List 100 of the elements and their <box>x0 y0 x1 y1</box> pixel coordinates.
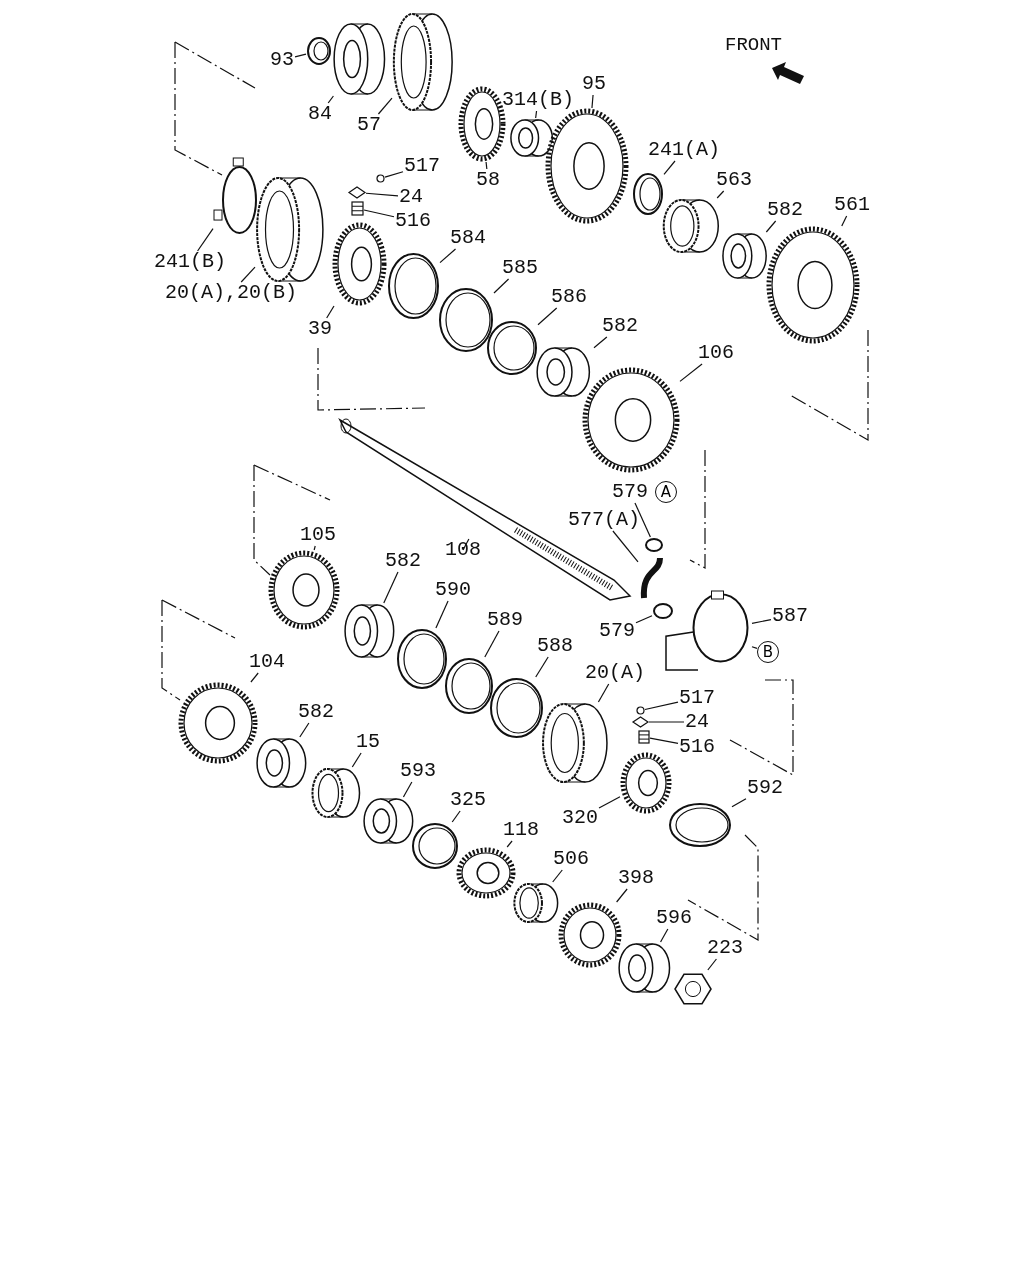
callout-number: 95 <box>581 73 607 95</box>
callout-number: 561 <box>833 194 871 216</box>
leader-line <box>707 958 717 971</box>
gear-drawing <box>766 226 860 344</box>
spring-drawing <box>351 201 364 216</box>
callout-number: 592 <box>746 777 784 799</box>
leader-line <box>365 192 399 197</box>
callout-number: 223 <box>706 937 744 959</box>
callout-number: 593 <box>399 760 437 782</box>
ring-drawing <box>396 628 448 690</box>
leader-line <box>326 305 335 319</box>
leader-line <box>240 266 256 283</box>
direction-label: FRONT <box>725 34 782 56</box>
leader-line <box>384 171 404 178</box>
leader-line <box>841 215 848 227</box>
callout-number: 314(B) <box>501 89 575 111</box>
callout-number: 39 <box>307 318 333 340</box>
leader-line <box>612 530 639 563</box>
leader-line <box>402 781 413 798</box>
callout-number: 58 <box>475 169 501 191</box>
callout-number: 587 <box>771 605 809 627</box>
leader-line <box>649 737 679 744</box>
leader-line <box>383 571 399 604</box>
ring-drawing <box>632 172 664 216</box>
callout-number: 579 <box>598 620 636 642</box>
callout-number: 516 <box>394 210 432 232</box>
gear-drawing <box>268 550 340 630</box>
callout-number: 579 <box>611 481 649 503</box>
callout-number: 588 <box>536 635 574 657</box>
key-drawing <box>348 186 366 199</box>
leader-line <box>616 888 628 903</box>
leader-line <box>363 209 395 218</box>
ball-drawing <box>376 174 385 183</box>
callout-number: 15 <box>355 731 381 753</box>
callout-number: 24 <box>398 186 424 208</box>
callout-number: 563 <box>715 169 753 191</box>
leader-line <box>294 53 307 58</box>
leader-line <box>506 840 513 848</box>
callout-number: 506 <box>552 848 590 870</box>
sleeve-drawing <box>541 702 609 784</box>
key-drawing <box>632 716 649 728</box>
leader-line <box>351 752 362 768</box>
callout-number: 20(A),20(B) <box>164 282 298 304</box>
gear-drawing <box>582 367 680 473</box>
hose-drawing <box>638 556 664 600</box>
callout-number: 582 <box>601 315 639 337</box>
sleeve-drawing <box>513 882 559 924</box>
leader-line <box>716 190 725 199</box>
callout-number: 577(A) <box>567 509 641 531</box>
gear-drawing <box>545 108 629 224</box>
callout-number: 104 <box>248 651 286 673</box>
leader-line <box>634 502 651 538</box>
callout-number: 596 <box>655 907 693 929</box>
callout-number: 398 <box>617 867 655 889</box>
ring-drawing <box>486 320 538 376</box>
leader-line <box>552 869 563 883</box>
callout-number: 106 <box>697 342 735 364</box>
leader-line <box>593 336 608 349</box>
ring-drawing <box>306 36 332 66</box>
leader-line <box>439 248 457 264</box>
leader-line <box>679 363 703 382</box>
leader-line <box>493 278 510 294</box>
leader-line <box>591 94 594 109</box>
sleeve-drawing <box>392 12 454 112</box>
leader-line <box>731 798 747 808</box>
callout-number: 20(A) <box>584 662 646 684</box>
leader-line <box>765 220 777 233</box>
leader-line <box>537 307 558 326</box>
leader-line <box>377 97 393 115</box>
ring-drawing <box>444 657 494 715</box>
callout-number: 590 <box>434 579 472 601</box>
leader-line <box>250 672 259 683</box>
lock-plate-drawing <box>213 157 258 235</box>
callout-number: 516 <box>678 736 716 758</box>
callout-number: 105 <box>299 524 337 546</box>
leader-line <box>299 722 310 738</box>
callout-number: 582 <box>297 701 335 723</box>
leader-line <box>751 646 758 649</box>
leader-line <box>197 228 214 252</box>
leader-line <box>435 600 449 629</box>
callout-number: 320 <box>561 807 599 829</box>
leader-line <box>644 701 679 711</box>
sleeve-drawing <box>662 198 720 254</box>
leader-line <box>598 796 621 809</box>
leader-line <box>451 810 461 823</box>
gear-drawing <box>178 682 258 764</box>
leader-line <box>659 928 669 943</box>
clip-drawing <box>652 602 674 620</box>
leader-line <box>597 683 610 703</box>
callout-number: 241(B) <box>153 251 227 273</box>
gear-drawing <box>332 222 387 306</box>
leader-line <box>635 615 653 624</box>
callout-number: 517 <box>403 155 441 177</box>
callout-number: 57 <box>356 114 382 136</box>
spring-drawing <box>638 730 650 744</box>
callout-number: 585 <box>501 257 539 279</box>
leader-line <box>535 656 549 678</box>
ring-drawing <box>668 802 732 848</box>
gear-drawing <box>558 902 622 968</box>
callout-number: 108 <box>444 539 482 561</box>
